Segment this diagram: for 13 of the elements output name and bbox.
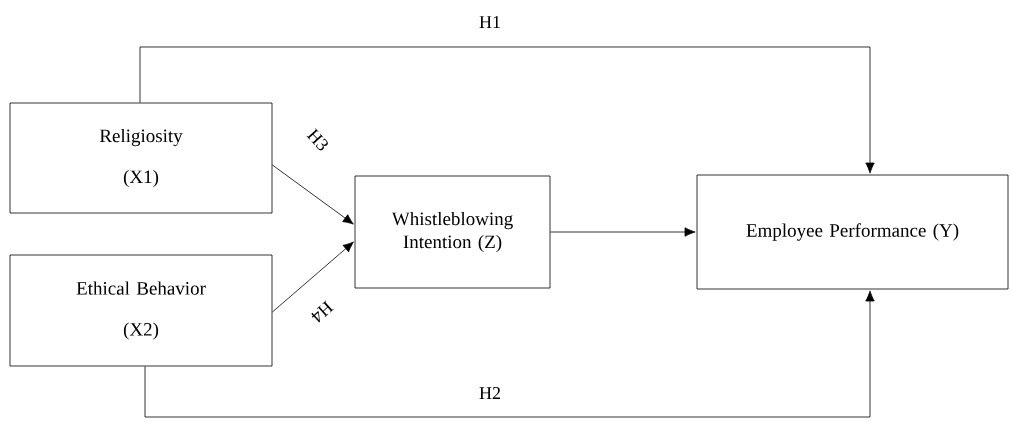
arrow [144, 290, 875, 418]
arrow [272, 241, 354, 313]
arrow [550, 227, 696, 237]
edge-label: H1 [478, 15, 502, 29]
variable-box: Ethical Behavior (X2) [9, 254, 273, 367]
variable-box: Whistleblowing Intention (Z) [354, 175, 551, 289]
edge-label: H2 [478, 386, 502, 400]
arrow [272, 164, 354, 225]
edge-label: H4 [308, 298, 336, 326]
arrow [139, 46, 875, 174]
variable-box: Religiosity (X1) [9, 102, 273, 214]
variable-box: Employee Performance (Y) [696, 174, 1009, 290]
edge-label: H3 [304, 126, 332, 154]
